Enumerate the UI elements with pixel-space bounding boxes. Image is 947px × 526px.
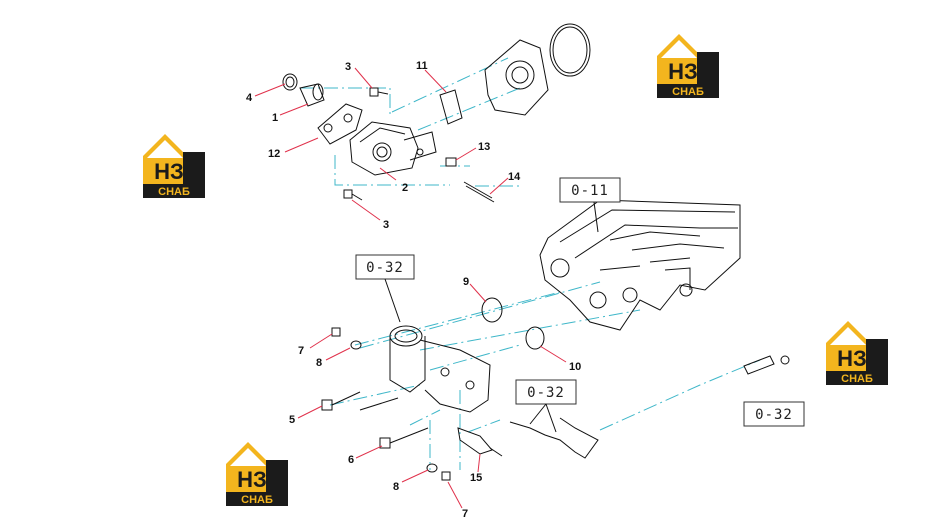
- svg-text:СНАБ: СНАБ: [841, 373, 873, 385]
- svg-text:0-32: 0-32: [527, 385, 565, 401]
- thermostat-housing: [282, 23, 591, 203]
- part-number: 14: [508, 171, 521, 183]
- engine-block: [539, 199, 741, 331]
- svg-text:НЗ: НЗ: [837, 346, 867, 371]
- part-number: 1: [272, 112, 278, 124]
- svg-text:НЗ: НЗ: [668, 59, 698, 84]
- reference-label-0-32: 0-32: [515, 379, 577, 405]
- part-number: 12: [268, 148, 280, 160]
- svg-text:0-32: 0-32: [366, 260, 404, 276]
- part-number: 3: [383, 219, 389, 231]
- svg-text:0-11: 0-11: [571, 183, 609, 199]
- watermark-logo: НЗ СНАБ: [657, 34, 719, 98]
- part-number: 7: [462, 508, 468, 520]
- part-number: 10: [569, 361, 581, 373]
- part-number: 4: [246, 92, 253, 104]
- part-number: 15: [470, 472, 482, 484]
- watermark-logo: НЗ СНАБ: [143, 134, 205, 198]
- reference-label-0-32: 0-32: [355, 254, 415, 280]
- outlet-housing: [321, 297, 790, 481]
- part-number: 13: [478, 141, 490, 153]
- part-number: 8: [316, 357, 322, 369]
- svg-text:СНАБ: СНАБ: [158, 186, 190, 198]
- svg-text:0-32: 0-32: [755, 407, 793, 423]
- part-number: 9: [463, 276, 469, 288]
- watermark-logo: НЗ СНАБ: [226, 442, 288, 506]
- part-number: 5: [289, 414, 295, 426]
- reference-label-0-11: 0-11: [559, 177, 621, 203]
- part-number: 7: [298, 345, 304, 357]
- svg-text:НЗ: НЗ: [237, 467, 267, 492]
- part-number: 3: [345, 61, 351, 73]
- leader-lines: [254, 67, 567, 509]
- part-number: 2: [402, 182, 408, 194]
- part-number-labels: 1 2 3 3 4 5 6 7 7 8 8 9 10 11 12 13 14 1…: [246, 60, 581, 520]
- watermark-logo: НЗ СНАБ: [826, 321, 888, 385]
- svg-text:НЗ: НЗ: [154, 159, 184, 184]
- part-number: 11: [416, 60, 428, 72]
- reference-label-0-32: 0-32: [743, 401, 805, 427]
- part-number: 8: [393, 481, 399, 493]
- part-number: 6: [348, 454, 354, 466]
- svg-text:СНАБ: СНАБ: [241, 494, 273, 506]
- svg-text:СНАБ: СНАБ: [672, 86, 704, 98]
